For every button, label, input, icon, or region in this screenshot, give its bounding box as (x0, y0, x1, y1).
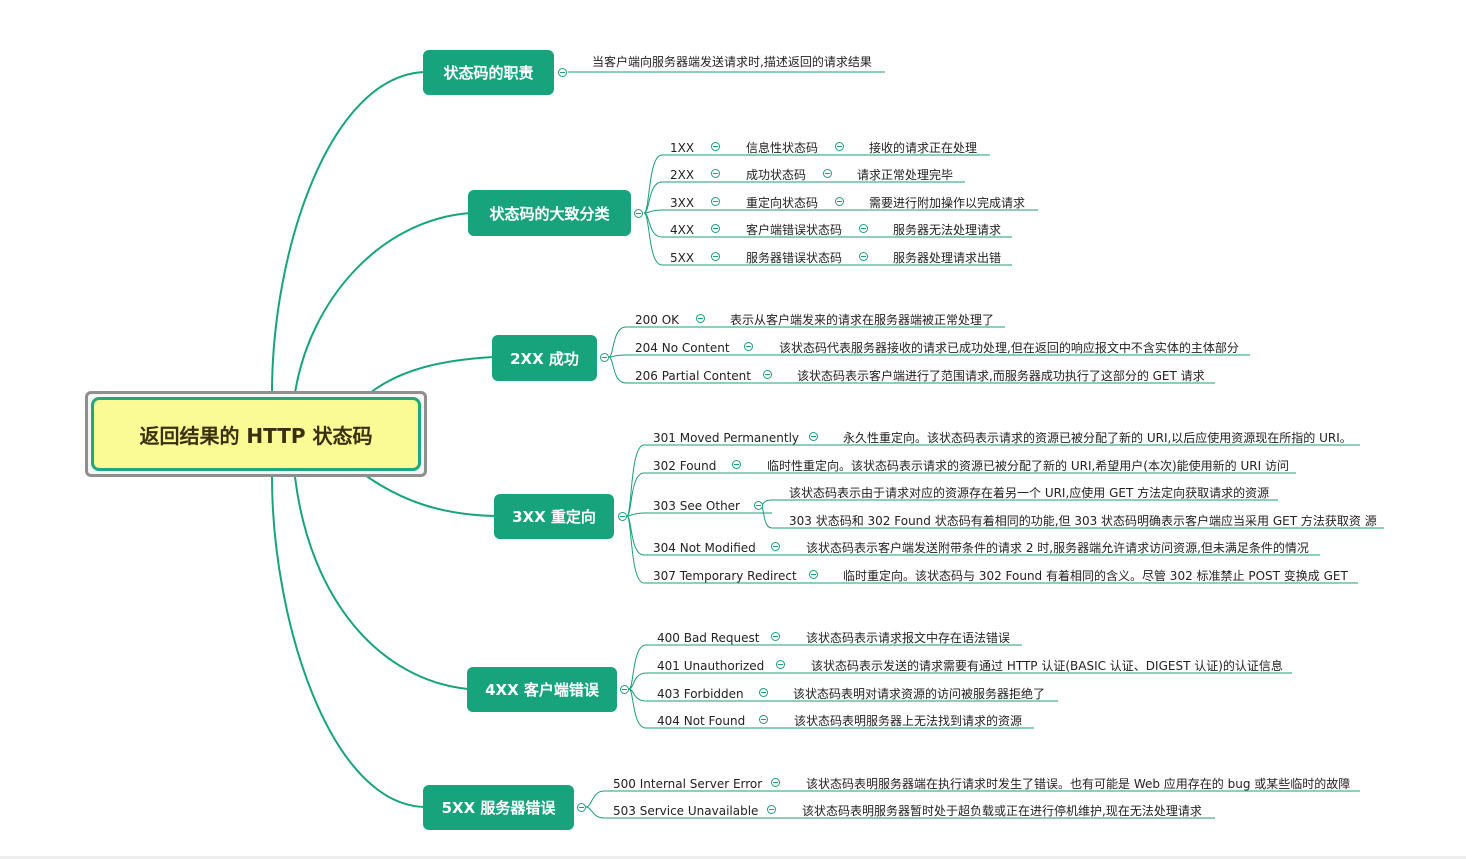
collapse-toggle-icon[interactable] (732, 460, 741, 469)
collapse-toggle-icon[interactable] (776, 660, 785, 669)
collapse-toggle-icon[interactable] (620, 685, 629, 694)
leaf-description: 该状态码表明服务器暂时处于超负载或正在进行停机维护,现在无法处理请求 (802, 804, 1202, 818)
bottom-divider (0, 856, 1466, 859)
collapse-toggle-icon[interactable] (835, 142, 844, 151)
branch-label: 状态码的大致分类 (489, 204, 610, 223)
leaf-description: 该状态码代表服务器接收的请求已成功处理,但在返回的响应报文中不含实体的主体部分 (779, 341, 1239, 355)
branch-node-2xx[interactable]: 2XX 成功 (492, 335, 597, 381)
collapse-toggle-icon[interactable] (634, 209, 643, 218)
leaf-category: 服务器错误状态码 (746, 251, 843, 265)
leaf-description: 该状态码表明对请求资源的访问被服务器拒绝了 (793, 687, 1046, 701)
leaf-description: 临时重定向。该状态码与 302 Found 有着相同的含义。尽管 302 标准禁… (843, 569, 1348, 583)
leaf-description: 表示从客户端发来的请求在服务器端被正常处理了 (730, 313, 995, 327)
collapse-toggle-icon[interactable] (711, 169, 720, 178)
branch-label: 4XX 客户端错误 (485, 681, 599, 699)
leaf-code: 301 Moved Permanently (653, 431, 800, 445)
collapse-toggle-icon[interactable] (600, 353, 609, 362)
collapse-toggle-icon[interactable] (744, 342, 753, 351)
collapse-toggle-icon[interactable] (771, 632, 780, 641)
leaf-description: 服务器处理请求出错 (893, 251, 1002, 265)
collapse-toggle-icon[interactable] (711, 224, 720, 233)
leaf-category: 信息性状态码 (746, 141, 819, 155)
collapse-toggle-icon[interactable] (759, 688, 768, 697)
collapse-toggle-icon[interactable] (711, 252, 720, 261)
leaf-description: 需要进行附加操作以完成请求 (869, 196, 1026, 210)
leaf-code: 401 Unauthorized (657, 659, 765, 673)
leaf-description: 接收的请求正在处理 (869, 141, 978, 155)
root-connectors (271, 71, 497, 808)
leaf-description: 该状态码表示发送的请求需要有通过 HTTP 认证(BASIC 认证、DIGEST… (811, 659, 1283, 673)
leaf-description: 303 状态码和 302 Found 状态码有着相同的功能,但 303 状态码明… (789, 514, 1377, 528)
branch-label: 3XX 重定向 (512, 508, 596, 526)
collapse-toggle-icon[interactable] (558, 68, 567, 77)
leaf-code: 3XX (670, 196, 695, 210)
branch-node-5xx[interactable]: 5XX 服务器错误 (423, 785, 574, 830)
collapse-toggle-icon[interactable] (763, 370, 772, 379)
branch-node-4xx[interactable]: 4XX 客户端错误 (467, 667, 617, 712)
leaf-description: 该状态码表示请求报文中存在语法错误 (806, 631, 1011, 645)
root-title: 返回结果的 HTTP 状态码 (91, 397, 421, 471)
leaf-description: 临时性重定向。该状态码表示请求的资源已被分配了新的 URI,希望用户(本次)能使… (767, 459, 1289, 473)
leaf-description: 当客户端向服务器端发送请求时,描述返回的请求结果 (592, 55, 872, 69)
leaf-code: 2XX (670, 168, 695, 182)
leaf-description: 永久性重定向。该状态码表示请求的资源已被分配了新的 URI,以后应使用资源现在所… (843, 431, 1352, 445)
leaf-code: 400 Bad Request (657, 631, 760, 645)
leaf-description: 请求正常处理完毕 (857, 168, 954, 182)
collapse-toggle-icon[interactable] (809, 432, 818, 441)
collapse-toggle-icon[interactable] (754, 501, 763, 510)
branch-node-3xx[interactable]: 3XX 重定向 (494, 494, 614, 539)
leaf-code: 307 Temporary Redirect (653, 569, 797, 583)
leaf-code: 204 No Content (635, 341, 730, 355)
leaf-description: 该状态码表明服务器端在执行请求时发生了错误。也有可能是 Web 应用存在的 bu… (806, 777, 1351, 791)
branch-label: 2XX 成功 (510, 349, 579, 368)
branch-label: 状态码的职责 (443, 64, 534, 82)
leaf-code: 503 Service Unavailable (613, 804, 759, 818)
collapse-toggle-icon[interactable] (771, 542, 780, 551)
leaf-code: 303 See Other (653, 499, 740, 513)
leaf-code: 404 Not Found (657, 714, 746, 728)
branch-node-status-duty[interactable]: 状态码的职责 (423, 50, 554, 95)
collapse-toggle-icon[interactable] (767, 805, 776, 814)
leaf-category: 成功状态码 (746, 168, 807, 182)
leaf-description: 服务器无法处理请求 (893, 223, 1002, 237)
collapse-toggle-icon[interactable] (696, 314, 705, 323)
collapse-toggle-icon[interactable] (835, 197, 844, 206)
collapse-toggle-icon[interactable] (759, 715, 768, 724)
collapse-toggle-icon[interactable] (859, 224, 868, 233)
collapse-toggle-icon[interactable] (618, 512, 627, 521)
collapse-toggle-icon[interactable] (823, 169, 832, 178)
branch-label: 5XX 服务器错误 (441, 799, 556, 817)
collapse-toggle-icon[interactable] (577, 803, 586, 812)
leaf-code: 500 Internal Server Error (613, 777, 763, 791)
leaf-code: 206 Partial Content (635, 369, 751, 383)
leaf-code: 403 Forbidden (657, 687, 744, 701)
collapse-toggle-icon[interactable] (711, 197, 720, 206)
leaf-description: 该状态码表示客户端进行了范围请求,而服务器成功执行了这部分的 GET 请求 (797, 369, 1205, 383)
leaf-description: 该状态码表示客户端发送附带条件的请求 2 时,服务器端允许请求访问资源,但未满足… (806, 541, 1309, 555)
leaf-code: 302 Found (653, 459, 717, 473)
leaf-code: 304 Not Modified (653, 541, 756, 555)
leaf-connectors (568, 71, 1384, 819)
collapse-toggle-icon[interactable] (711, 142, 720, 151)
leaf-code: 200 OK (635, 313, 680, 327)
leaf-category: 客户端错误状态码 (746, 223, 843, 237)
leaf-description: 该状态码表示由于请求对应的资源存在着另一个 URI,应使用 GET 方法定向获取… (789, 486, 1270, 500)
leaf-category: 重定向状态码 (746, 196, 819, 210)
root-node[interactable]: 返回结果的 HTTP 状态码 (85, 391, 427, 477)
collapse-toggle-icon[interactable] (859, 252, 868, 261)
leaf-description: 该状态码表明服务器上无法找到请求的资源 (794, 714, 1023, 728)
leaf-code: 4XX (670, 223, 695, 237)
leaf-code: 5XX (670, 251, 695, 265)
collapse-toggle-icon[interactable] (771, 778, 780, 787)
collapse-toggle-icon[interactable] (809, 570, 818, 579)
leaf-code: 1XX (670, 141, 695, 155)
branch-node-categories[interactable]: 状态码的大致分类 (468, 190, 631, 236)
